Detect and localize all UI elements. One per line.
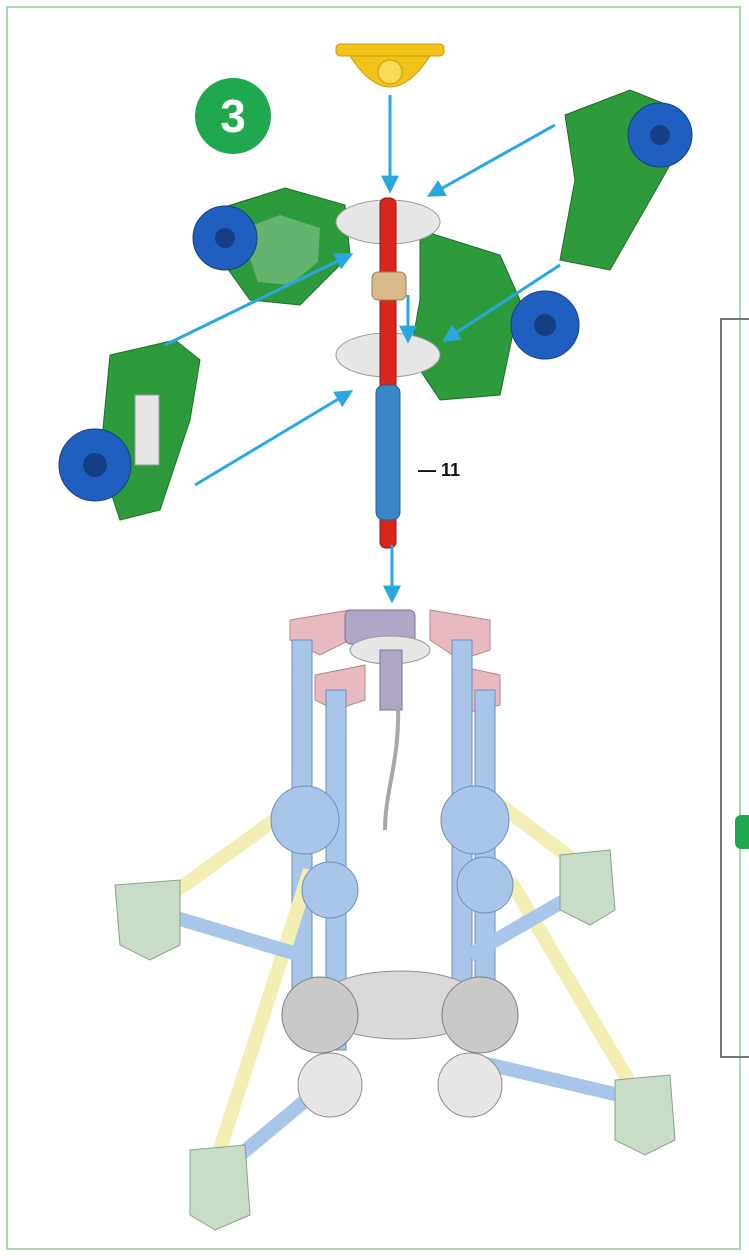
tower-structure — [115, 610, 675, 1230]
center-right-frame — [410, 230, 579, 400]
arrow-icon — [195, 392, 350, 485]
left-upper-frame — [193, 188, 350, 305]
right-upper-frame — [560, 90, 692, 270]
rod-callout-label: — 11 — [418, 460, 460, 481]
arrow-icon — [430, 125, 555, 195]
left-lower-frame — [59, 340, 200, 520]
yellow-connector — [336, 44, 444, 87]
